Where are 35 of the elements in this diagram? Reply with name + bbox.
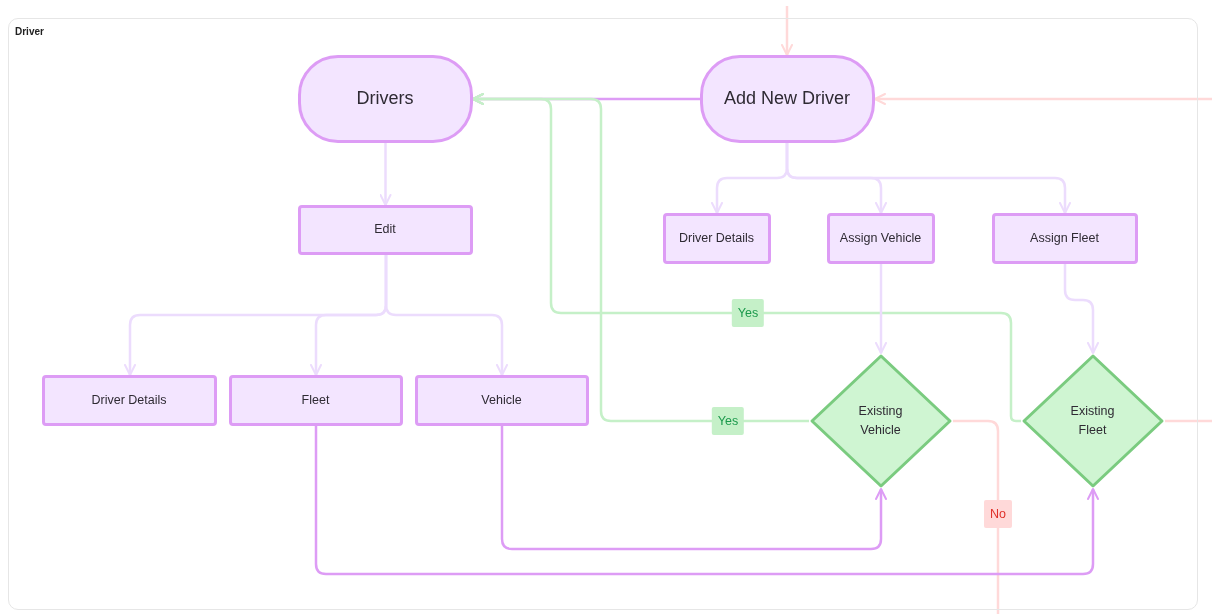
arrow bbox=[472, 93, 1022, 423]
arrow bbox=[875, 264, 887, 354]
frame-title: Driver bbox=[15, 26, 44, 37]
process-box bbox=[414, 374, 589, 426]
node-label: Edit bbox=[373, 221, 397, 239]
edge-label: Yes bbox=[711, 407, 745, 435]
decision-diamond bbox=[808, 352, 953, 489]
node-label: Add New Driver bbox=[722, 87, 851, 111]
process-box bbox=[991, 212, 1138, 264]
connector-line bbox=[953, 419, 1000, 614]
decision-diamond bbox=[1020, 352, 1165, 489]
arrow bbox=[874, 93, 1212, 105]
arrow bbox=[1063, 264, 1099, 354]
node-label: Assign Vehicle bbox=[838, 229, 923, 247]
process-box bbox=[297, 204, 473, 255]
arrow bbox=[314, 426, 1099, 576]
node-label: Vehicle bbox=[480, 391, 523, 409]
arrow bbox=[379, 143, 392, 206]
node-label: Driver Details bbox=[678, 229, 755, 247]
edge-label: No bbox=[984, 500, 1012, 528]
process-box bbox=[826, 212, 935, 264]
process-box bbox=[228, 374, 403, 426]
process-box bbox=[662, 212, 771, 264]
node-label: Existing Fleet bbox=[1069, 403, 1116, 439]
edge-label: Yes bbox=[731, 299, 765, 327]
process-box bbox=[41, 374, 217, 426]
node-label: Driver Details bbox=[90, 391, 168, 409]
node-label: Drivers bbox=[355, 87, 415, 111]
arrow bbox=[781, 6, 793, 56]
arrow bbox=[500, 426, 887, 551]
connector-line bbox=[1165, 419, 1212, 423]
node-label: Existing Vehicle bbox=[857, 403, 904, 439]
node-label: Assign Fleet bbox=[1029, 229, 1100, 247]
frame-container bbox=[8, 18, 1198, 610]
node-label: Fleet bbox=[300, 391, 331, 409]
